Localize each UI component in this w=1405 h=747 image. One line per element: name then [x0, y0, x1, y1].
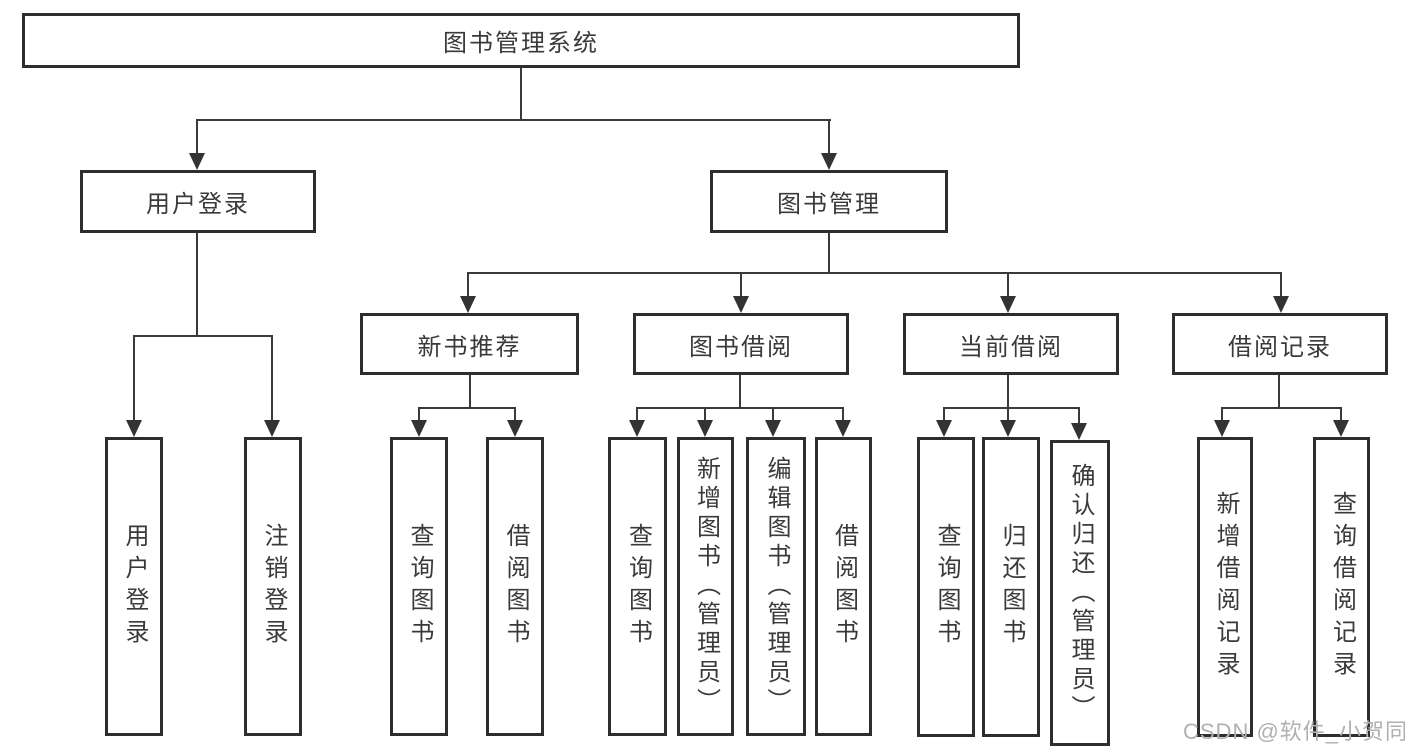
- connector-line: [943, 409, 945, 420]
- node-book-management-group: 图书管理: [710, 170, 948, 233]
- node-query-books: 查询图书: [390, 437, 448, 736]
- connector-line: [1078, 409, 1080, 423]
- node-new-book-recommendation: 新书推荐: [360, 313, 579, 375]
- connector-line: [196, 121, 198, 154]
- connector-line: [1278, 375, 1280, 408]
- connector-line: [1007, 274, 1009, 296]
- node-query-borrow-record: 查询借阅记录: [1313, 437, 1370, 737]
- arrow-down-icon: [1214, 420, 1230, 437]
- connector-line: [1221, 409, 1223, 420]
- node-book-borrowing: 图书借阅: [633, 313, 849, 375]
- connector-line: [467, 272, 1282, 274]
- arrow-down-icon: [507, 420, 523, 437]
- arrow-down-icon: [1273, 296, 1289, 313]
- connector-line: [704, 409, 706, 420]
- connector-line: [196, 119, 831, 121]
- connector-line: [271, 337, 273, 420]
- node-borrow-books: 借阅图书: [486, 437, 544, 736]
- connector-line: [469, 375, 471, 408]
- node-current-borrowing: 当前借阅: [903, 313, 1119, 375]
- node-borrow-books: 借阅图书: [815, 437, 872, 736]
- connector-line: [196, 233, 198, 336]
- arrow-down-icon: [733, 296, 749, 313]
- node-return-books: 归还图书: [982, 437, 1040, 737]
- arrow-down-icon: [697, 420, 713, 437]
- node-add-borrow-record: 新增借阅记录: [1197, 437, 1253, 737]
- arrow-down-icon: [629, 420, 645, 437]
- arrow-down-icon: [1333, 420, 1349, 437]
- arrow-down-icon: [1000, 420, 1016, 437]
- node-library-management-system: 图书管理系统: [22, 13, 1020, 68]
- arrow-down-icon: [126, 420, 142, 437]
- connector-line: [943, 407, 1080, 409]
- connector-line: [1340, 409, 1342, 420]
- connector-line: [1007, 375, 1009, 408]
- node-edit-books-admin: 编辑图书（管理员）: [746, 437, 806, 736]
- connector-line: [418, 407, 516, 409]
- connector-line: [772, 409, 774, 420]
- arrow-down-icon: [411, 420, 427, 437]
- connector-line: [1280, 274, 1282, 296]
- connector-line: [514, 409, 516, 420]
- arrow-down-icon: [821, 153, 837, 170]
- node-borrowing-records: 借阅记录: [1172, 313, 1388, 375]
- connector-line: [636, 407, 844, 409]
- csdn-watermark: CSDN @软件_小贺同学: [1183, 719, 1405, 744]
- connector-line: [133, 335, 273, 337]
- connector-line: [467, 274, 469, 296]
- node-user-login-group: 用户登录: [80, 170, 316, 233]
- connector-line: [739, 375, 741, 408]
- arrow-down-icon: [835, 420, 851, 437]
- arrow-down-icon: [189, 153, 205, 170]
- connector-line: [636, 409, 638, 420]
- arrow-down-icon: [1071, 423, 1087, 440]
- node-confirm-return-admin: 确认归还（管理员）: [1050, 440, 1110, 746]
- node-user-login: 用户登录: [105, 437, 163, 736]
- arrow-down-icon: [264, 420, 280, 437]
- arrow-down-icon: [936, 420, 952, 437]
- arrow-down-icon: [765, 420, 781, 437]
- connector-line: [828, 121, 830, 154]
- connector-line: [520, 68, 522, 120]
- node-add-books-admin: 新增图书（管理员）: [677, 437, 734, 736]
- connector-line: [133, 337, 135, 420]
- node-logout: 注销登录: [244, 437, 302, 736]
- connector-line: [740, 274, 742, 296]
- node-query-books: 查询图书: [608, 437, 667, 736]
- node-query-books: 查询图书: [917, 437, 975, 737]
- connector-line: [828, 233, 830, 273]
- connector-line: [1221, 407, 1342, 409]
- connector-line: [418, 409, 420, 420]
- connector-line: [842, 409, 844, 420]
- connector-line: [1007, 409, 1009, 420]
- arrow-down-icon: [460, 296, 476, 313]
- arrow-down-icon: [1000, 296, 1016, 313]
